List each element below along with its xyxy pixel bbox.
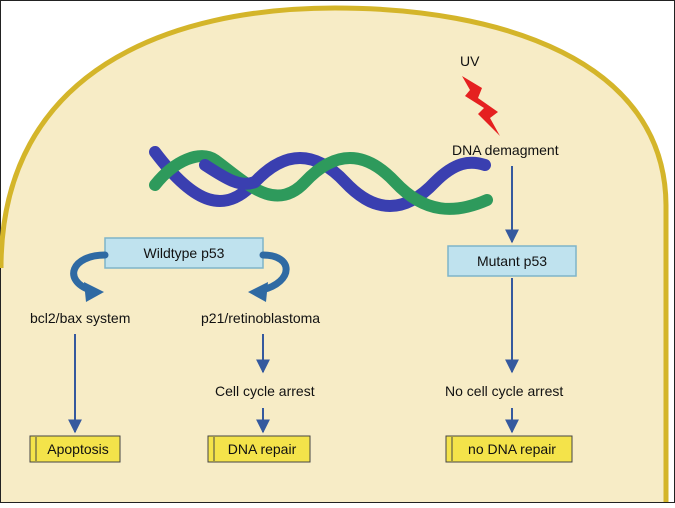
no-dna-repair-label: no DNA repair	[468, 441, 556, 457]
curved-arrow-right-icon	[248, 251, 290, 302]
p21-retinoblastoma-label: p21/retinoblastoma	[201, 310, 320, 326]
dna-repair-box: DNA repair	[207, 435, 311, 463]
no-dna-repair-box: no DNA repair	[445, 435, 573, 463]
lightning-icon	[462, 76, 500, 136]
mutant-p53-label: Mutant p53	[477, 253, 547, 269]
dna-damage-label: DNA demagment	[452, 142, 559, 158]
curved-arrow-left-icon	[70, 251, 109, 302]
apoptosis-box: Apoptosis	[29, 435, 121, 463]
wildtype-p53-label: Wildtype p53	[144, 245, 225, 261]
mutant-p53-box	[447, 245, 577, 277]
cell-body	[1, 8, 666, 502]
dna-repair-label: DNA repair	[228, 441, 297, 457]
cell-cycle-arrest-label: Cell cycle arrest	[215, 383, 315, 399]
uv-label: UV	[460, 53, 480, 69]
bcl2-bax-label: bcl2/bax system	[30, 310, 130, 326]
dna-helix-icon	[149, 146, 493, 215]
cell-membrane	[0, 5, 669, 502]
apoptosis-label: Apoptosis	[47, 441, 108, 457]
no-cell-cycle-arrest-label: No cell cycle arrest	[445, 383, 563, 399]
